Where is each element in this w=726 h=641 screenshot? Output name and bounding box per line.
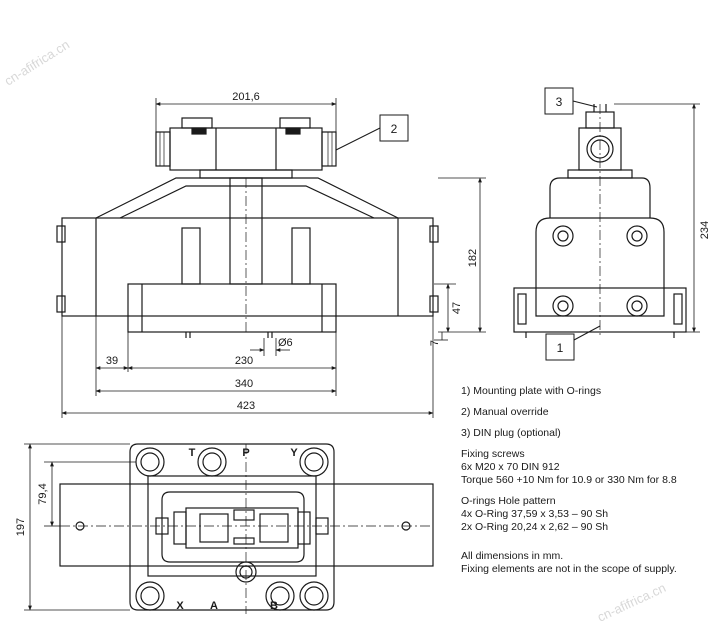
dim-197: 197	[15, 518, 27, 536]
side-screw-br	[626, 295, 648, 317]
right-solenoid-cap	[321, 131, 337, 167]
dim-234: 234	[699, 221, 711, 239]
port-label-b: B	[270, 600, 278, 612]
callout-3-label: 3	[556, 95, 563, 109]
dim-340: 340	[235, 378, 253, 390]
dim-7: 7	[429, 340, 441, 346]
dim-201-6: 201,6	[232, 91, 260, 103]
left-solenoid-cap	[155, 131, 171, 167]
side-dimensions	[614, 103, 700, 333]
dim-230: 230	[235, 355, 253, 367]
port-label-x: X	[176, 600, 184, 612]
dim-47: 47	[451, 302, 463, 314]
port-label-t: T	[189, 447, 196, 459]
callout-1-label: 1	[557, 341, 564, 355]
hole-b	[265, 581, 295, 611]
top-mounting-plate	[129, 443, 335, 611]
side-screw-tr	[626, 225, 648, 247]
front-view	[56, 117, 439, 338]
dim-423: 423	[237, 400, 255, 412]
notes-block: 1) Mounting plate with O-rings 2) Manual…	[461, 385, 723, 576]
front-main-body	[61, 217, 434, 317]
hole-bl	[135, 581, 165, 611]
note-fixing-screws-title: Fixing screws	[461, 448, 525, 460]
callout-3	[544, 87, 598, 115]
note-orings-title: O-rings Hole pattern	[461, 495, 556, 507]
front-mounting-plate	[127, 283, 337, 333]
port-label-y: Y	[290, 447, 298, 459]
callout-2-label: 2	[391, 122, 398, 136]
note-dimensions-unit: All dimensions in mm.	[461, 550, 564, 562]
callout-1	[545, 325, 601, 361]
hole-tr	[299, 447, 329, 477]
hole-t	[197, 447, 227, 477]
side-main-body	[535, 217, 665, 317]
watermark-text-1: cn-afifrica.cn	[2, 37, 72, 89]
port-label-a: A	[210, 600, 218, 612]
front-screw-tl	[56, 225, 66, 243]
hole-br	[299, 581, 329, 611]
top-main-body	[59, 483, 434, 567]
note-orings-small: 2x O-Ring 20,24 x 2,62 – 90 Sh	[461, 521, 609, 533]
note-orings-large: 4x O-Ring 37,59 x 3,53 – 90 Sh	[461, 508, 609, 520]
watermark-text-2: cn-afifrica.cn	[595, 580, 668, 625]
side-view	[513, 104, 687, 338]
dim-182: 182	[467, 249, 479, 267]
note-fixing-screws-size: 6x M20 x 70 DIN 912	[461, 461, 560, 473]
dim-39: 39	[106, 355, 118, 367]
port-label-p: P	[242, 447, 249, 459]
dim-79-4: 79,4	[37, 483, 49, 504]
front-screw-tr	[429, 225, 439, 243]
dim-phi-6: Ø6	[278, 337, 293, 349]
note-scope-of-supply: Fixing elements are not in the scope of …	[461, 563, 677, 575]
callout-2	[335, 114, 409, 151]
front-screw-bl	[56, 295, 66, 313]
side-screw-bl	[552, 295, 574, 317]
side-screw-tl	[552, 225, 574, 247]
note-mounting-plate: 1) Mounting plate with O-rings	[461, 385, 602, 397]
front-dimensions	[61, 98, 486, 418]
note-fixing-screws-torque: Torque 560 +10 Nm for 10.9 or 330 Nm for…	[461, 474, 677, 486]
note-manual-override: 2) Manual override	[461, 406, 549, 418]
note-din-plug: 3) DIN plug (optional)	[461, 427, 561, 439]
top-dimensions	[24, 443, 136, 611]
top-view	[59, 443, 434, 614]
front-screw-br	[429, 295, 439, 313]
hole-tl	[135, 447, 165, 477]
